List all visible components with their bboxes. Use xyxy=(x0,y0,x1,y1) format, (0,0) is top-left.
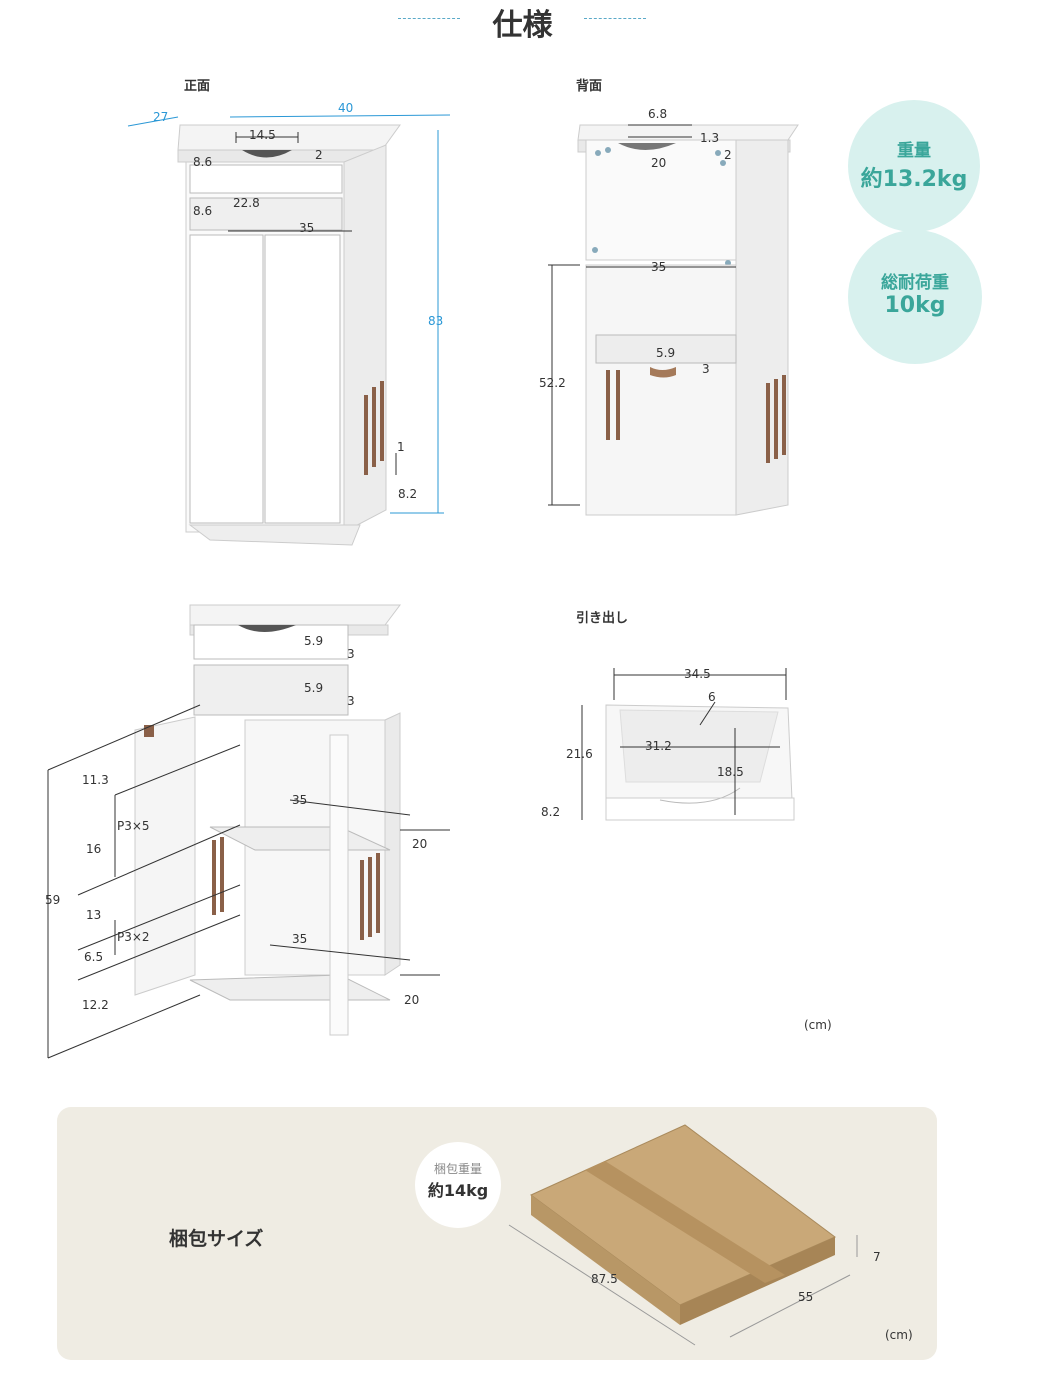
upper-shelf-depth-label: 20 xyxy=(412,837,428,851)
weight-label: 重量 xyxy=(897,141,931,161)
drawer-wall-label: 6 xyxy=(708,690,716,704)
drawer-view-label: 引き出し xyxy=(576,611,629,626)
total-height-label: 59 xyxy=(45,893,61,907)
front-vent-gap-label: 1 xyxy=(397,440,405,454)
back-hole-span-label: 20 xyxy=(651,156,667,170)
page-title: 仕様 xyxy=(492,8,553,43)
title-divider-right xyxy=(584,18,646,19)
front-height-label: 83 xyxy=(428,314,444,328)
open-cabinet-illustration xyxy=(47,604,450,1059)
package-height-label: 7 xyxy=(873,1250,881,1264)
package-weight-label: 梱包重量 xyxy=(433,1162,482,1176)
back-hole-width-label: 6.8 xyxy=(648,107,668,121)
notch2-width-label: 5.9 xyxy=(304,681,324,695)
back-cable-width-label: 5.9 xyxy=(656,346,676,360)
lower-shelf-width-label: 35 xyxy=(292,932,308,946)
front-drawer-height-label: 8.6 xyxy=(193,155,213,169)
package-weight-value: 約14kg xyxy=(427,1181,489,1200)
back-inner-height-label: 52.2 xyxy=(539,376,566,390)
package-box-illustration xyxy=(508,1124,858,1346)
front-handle-width-label: 14.5 xyxy=(249,128,276,142)
drawer-illustration xyxy=(581,668,795,821)
front-shelf-depth-label: 22.8 xyxy=(233,196,260,210)
front-shelf-width-label: 35 xyxy=(299,221,315,235)
segment3-label: 13 xyxy=(86,908,102,922)
load-badge: 総耐荷重 10kg xyxy=(848,230,982,364)
segment4-label: 6.5 xyxy=(84,950,104,964)
title-divider-left xyxy=(398,18,460,19)
unit-label: (cm) xyxy=(804,1018,832,1032)
drawer-inner-width-label: 31.2 xyxy=(645,739,672,753)
pitch2-label: P3×2 xyxy=(117,930,150,944)
back-hole-depth-label: 2 xyxy=(724,148,732,162)
pitch1-label: P3×5 xyxy=(117,819,150,833)
segment5-label: 12.2 xyxy=(82,998,109,1012)
drawer-height-label: 8.2 xyxy=(541,805,561,819)
front-handle-depth-label: 2 xyxy=(315,148,323,162)
drawer-outer-width-label: 34.5 xyxy=(684,667,711,681)
package-unit-label: (cm) xyxy=(885,1328,913,1342)
front-depth-label: 27 xyxy=(153,110,169,124)
weight-badge: 重量 約13.2kg xyxy=(848,100,980,232)
back-inner-width-label: 35 xyxy=(651,260,667,274)
drawer-depth-label: 21.6 xyxy=(566,747,593,761)
front-view-label: 正面 xyxy=(184,79,211,94)
front-shelf-height-label: 8.6 xyxy=(193,204,213,218)
back-view-label: 背面 xyxy=(576,79,603,94)
weight-value: 約13.2kg xyxy=(860,167,968,192)
segment1-label: 11.3 xyxy=(82,773,109,787)
load-value: 10kg xyxy=(884,293,946,318)
notch1-height-label: 3 xyxy=(347,647,355,661)
front-cabinet-illustration xyxy=(127,114,451,546)
back-cable-height-label: 3 xyxy=(702,362,710,376)
load-label: 総耐荷重 xyxy=(881,273,949,293)
front-base-height-label: 8.2 xyxy=(398,487,418,501)
package-width-label: 55 xyxy=(798,1290,814,1304)
upper-shelf-width-label: 35 xyxy=(292,793,308,807)
drawer-inner-depth-label: 18.5 xyxy=(717,765,744,779)
package-size-title: 梱包サイズ xyxy=(169,1228,264,1250)
package-weight-badge: 梱包重量 約14kg xyxy=(415,1142,501,1228)
notch2-height-label: 3 xyxy=(347,694,355,708)
package-length-label: 87.5 xyxy=(591,1272,618,1286)
back-hole-height-label: 1.3 xyxy=(700,131,720,145)
front-width-label: 40 xyxy=(338,101,354,115)
lower-shelf-depth-label: 20 xyxy=(404,993,420,1007)
back-cabinet-illustration xyxy=(548,124,799,516)
segment2-label: 16 xyxy=(86,842,102,856)
notch1-width-label: 5.9 xyxy=(304,634,324,648)
